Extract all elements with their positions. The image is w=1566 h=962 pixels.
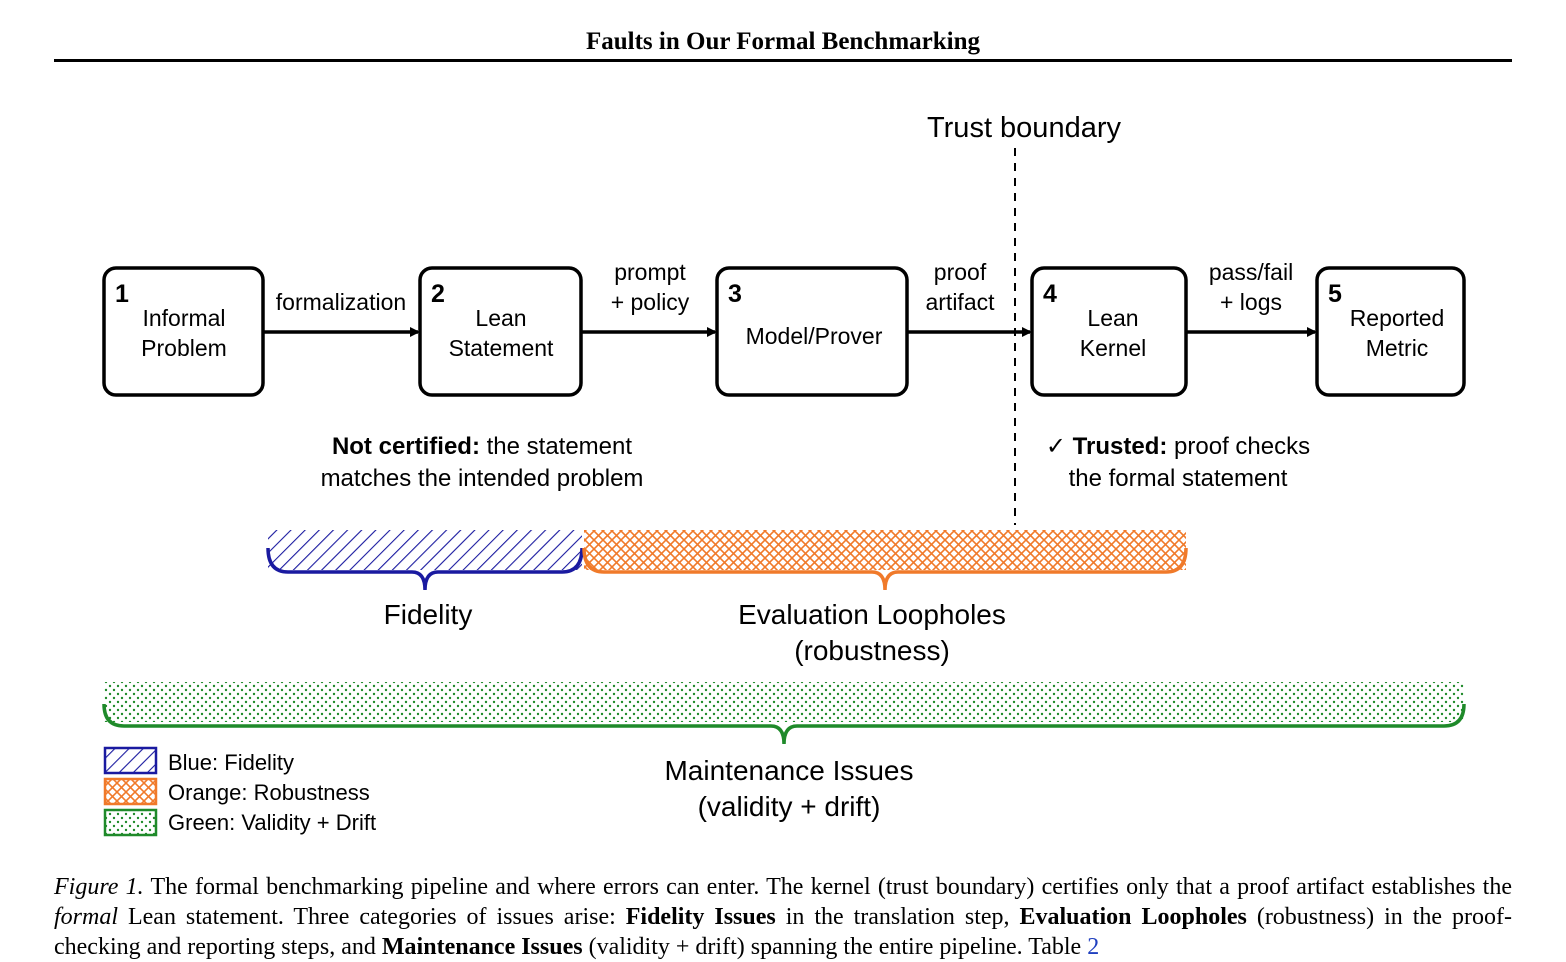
- fidelity-label: Fidelity: [384, 599, 473, 630]
- loopholes-sublabel: (robustness): [794, 635, 950, 666]
- caption-text: in the translation step,: [775, 904, 1020, 930]
- edge-pass-fail-logs: pass/fail + logs: [1186, 259, 1317, 337]
- node-label: Problem: [141, 335, 227, 361]
- figure-caption: Figure 1. The formal benchmarking pipeli…: [54, 872, 1512, 962]
- node-number: 1: [115, 280, 129, 308]
- trusted-note-line2: the formal statement: [1069, 465, 1288, 492]
- maintenance-band: Maintenance Issues (validity + drift): [102, 682, 1466, 822]
- caption-bold: Maintenance Issues: [381, 934, 583, 960]
- caption-bold: Evaluation Loopholes: [1019, 904, 1247, 930]
- caption-text: (validity + drift) spanning the entire p…: [582, 934, 1088, 960]
- legend-item-fidelity: Blue: Fidelity: [103, 746, 294, 775]
- node-label: Kernel: [1080, 335, 1146, 361]
- node-lean-statement: 2 Lean Statement: [418, 266, 583, 397]
- edge-label: proof: [934, 259, 987, 285]
- legend: Blue: Fidelity Orange: Robustness Green:…: [103, 746, 376, 837]
- caption-prefix: Figure 1.: [54, 874, 144, 900]
- node-label: Lean: [475, 305, 526, 331]
- node-lean-kernel: 4 Lean Kernel: [1030, 266, 1188, 397]
- header-rule: [54, 59, 1512, 62]
- fidelity-band: Fidelity: [266, 530, 584, 630]
- not-certified-note: Not certified: the statement: [332, 433, 632, 460]
- node-label: Metric: [1366, 335, 1429, 361]
- edge-label: + logs: [1220, 289, 1282, 315]
- node-label: Statement: [449, 335, 554, 361]
- table-reference-link[interactable]: 2: [1087, 934, 1100, 960]
- node-number: 3: [728, 280, 742, 308]
- edge-label: prompt: [614, 259, 686, 285]
- trust-boundary-label: Trust boundary: [927, 112, 1121, 144]
- edge-prompt-policy: prompt + policy: [581, 259, 717, 337]
- node-label: Reported: [1350, 305, 1445, 331]
- running-header: Faults in Our Formal Benchmarking: [585, 28, 980, 55]
- legend-item-validity: Green: Validity + Drift: [103, 808, 376, 837]
- trusted-note: ✓ Trusted: proof checks: [1046, 433, 1310, 460]
- legend-label: Orange: Robustness: [168, 780, 370, 805]
- edge-label: artifact: [925, 289, 995, 315]
- edge-label: + policy: [611, 289, 690, 315]
- legend-label: Green: Validity + Drift: [168, 810, 376, 835]
- node-number: 5: [1328, 280, 1342, 308]
- node-reported-metric: 5 Reported Metric: [1315, 266, 1466, 397]
- node-number: 4: [1043, 280, 1057, 308]
- loopholes-label: Evaluation Loopholes: [738, 599, 1006, 630]
- loopholes-band: Evaluation Loopholes (robustness): [582, 530, 1188, 666]
- caption-text: The formal benchmarking pipeline and whe…: [143, 874, 1512, 900]
- node-label: Informal: [142, 305, 225, 331]
- node-informal-problem: 1 Informal Problem: [102, 266, 265, 397]
- node-label: Lean: [1087, 305, 1138, 331]
- caption-text: Lean statement. Three categories of issu…: [118, 904, 626, 930]
- edge-label: formalization: [276, 289, 406, 315]
- edge-label: pass/fail: [1209, 259, 1293, 285]
- node-label: Model/Prover: [746, 323, 883, 349]
- maintenance-label: Maintenance Issues: [664, 755, 913, 786]
- edge-formalization: formalization: [263, 289, 420, 337]
- caption-emphasis: formal: [54, 904, 119, 930]
- node-number: 2: [431, 280, 445, 308]
- maintenance-sublabel: (validity + drift): [698, 791, 881, 822]
- legend-label: Blue: Fidelity: [168, 750, 294, 775]
- caption-bold: Fidelity Issues: [625, 904, 776, 930]
- node-model-prover: 3 Model/Prover: [715, 266, 909, 397]
- edge-proof-artifact: proof artifact: [907, 259, 1032, 337]
- pipeline-figure: Trust boundary 1 Informal Problem 2 Lean…: [102, 112, 1466, 837]
- not-certified-note-line2: matches the intended problem: [321, 465, 644, 492]
- legend-item-robustness: Orange: Robustness: [103, 777, 370, 806]
